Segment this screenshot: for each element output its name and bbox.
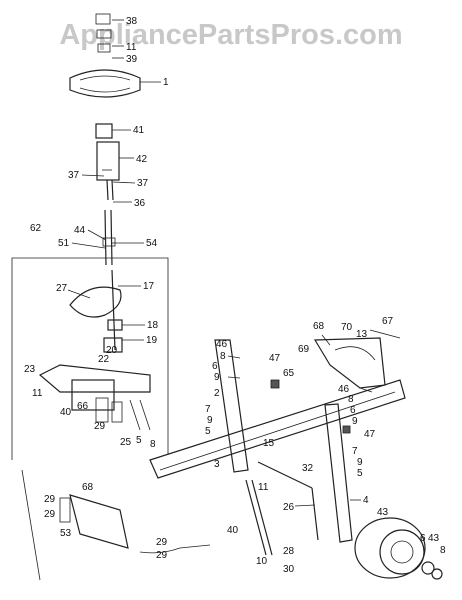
callout-labels: 38 11 39 1 41 42 37 37 36 62 44 51 54 27… — [24, 16, 446, 575]
callout-8-box: 8 — [150, 439, 156, 450]
callout-29-left-a: 29 — [44, 494, 56, 505]
front-wheel — [354, 517, 443, 580]
callout-65: 65 — [283, 368, 295, 379]
callout-69: 69 — [298, 344, 310, 355]
callout-25: 25 — [120, 437, 132, 448]
callout-13: 13 — [356, 329, 368, 340]
callout-6-left: 6 — [212, 361, 218, 372]
callout-66: 66 — [77, 401, 89, 412]
callout-47-left: 47 — [269, 353, 281, 364]
callout-26: 26 — [283, 502, 295, 513]
callout-15: 15 — [263, 438, 275, 449]
callout-37-left: 37 — [68, 170, 80, 181]
callout-54: 54 — [146, 238, 158, 249]
callout-53: 53 — [60, 528, 72, 539]
callout-5-left: 5 — [205, 426, 211, 437]
callout-3: 3 — [214, 459, 220, 470]
callout-37-right: 37 — [137, 178, 149, 189]
callout-28: 28 — [283, 546, 295, 557]
callout-39: 39 — [126, 54, 138, 65]
callout-18: 18 — [147, 320, 159, 331]
callout-40-left: 40 — [60, 407, 72, 418]
callout-38: 38 — [126, 16, 138, 27]
callout-68-bottom: 68 — [82, 482, 94, 493]
callout-9-left-top: 9 — [214, 372, 220, 383]
callout-40-bottom: 40 — [227, 525, 239, 536]
callout-62: 62 — [30, 223, 42, 234]
callout-29-bottom-b: 29 — [156, 550, 168, 561]
callout-47-right: 47 — [364, 429, 376, 440]
callout-36: 36 — [134, 198, 146, 209]
callout-9-right: 9 — [357, 457, 363, 468]
callout-29-left-b: 29 — [44, 509, 56, 520]
callout-8-right: 8 — [348, 394, 354, 405]
callout-9-left: 9 — [207, 415, 213, 426]
callout-7-left: 7 — [205, 404, 211, 415]
callout-67: 67 — [382, 316, 394, 327]
callout-23: 23 — [24, 364, 36, 375]
steering-column — [69, 13, 141, 266]
callout-7-right: 7 — [352, 446, 358, 457]
callout-43-hub: 43 — [428, 533, 440, 544]
callout-11-left: 11 — [32, 388, 43, 399]
callout-9-right-top: 9 — [352, 416, 358, 427]
callout-46-right: 46 — [338, 384, 350, 395]
callout-8-hub: 8 — [440, 545, 446, 556]
callout-2: 2 — [214, 388, 220, 399]
callout-27: 27 — [56, 283, 68, 294]
callout-8-left: 8 — [220, 351, 226, 362]
callout-29-box: 29 — [94, 421, 106, 432]
lower-left-bracket — [21, 469, 129, 581]
callout-30: 30 — [283, 564, 295, 575]
callout-29-bottom-a: 29 — [156, 537, 168, 548]
callout-10: 10 — [256, 556, 268, 567]
callout-5-box: 5 — [136, 435, 142, 446]
callout-41: 41 — [133, 125, 145, 136]
front-axle — [139, 337, 406, 556]
callout-32: 32 — [302, 463, 314, 474]
callout-6-right: 6 — [350, 405, 356, 416]
callout-11-right: 11 — [258, 482, 269, 493]
callout-70: 70 — [341, 322, 353, 333]
callout-46-left: 46 — [216, 339, 228, 350]
callout-4: 4 — [363, 495, 369, 506]
callout-5-right: 5 — [357, 468, 363, 479]
callout-11: 11 — [126, 42, 137, 53]
callout-44: 44 — [74, 225, 86, 236]
callout-51: 51 — [58, 238, 70, 249]
callout-42: 42 — [136, 154, 148, 165]
steering-gear-box — [11, 257, 169, 460]
callout-22: 22 — [98, 354, 110, 365]
callout-20: 20 — [106, 345, 118, 356]
callout-1: 1 — [163, 77, 169, 88]
callout-43-wheel: 43 — [377, 507, 389, 518]
callout-17: 17 — [143, 281, 155, 292]
callout-68-top: 68 — [313, 321, 325, 332]
callout-6-wheel: 6 — [420, 533, 426, 544]
leader-lines — [67, 19, 401, 507]
callout-19: 19 — [146, 335, 158, 346]
